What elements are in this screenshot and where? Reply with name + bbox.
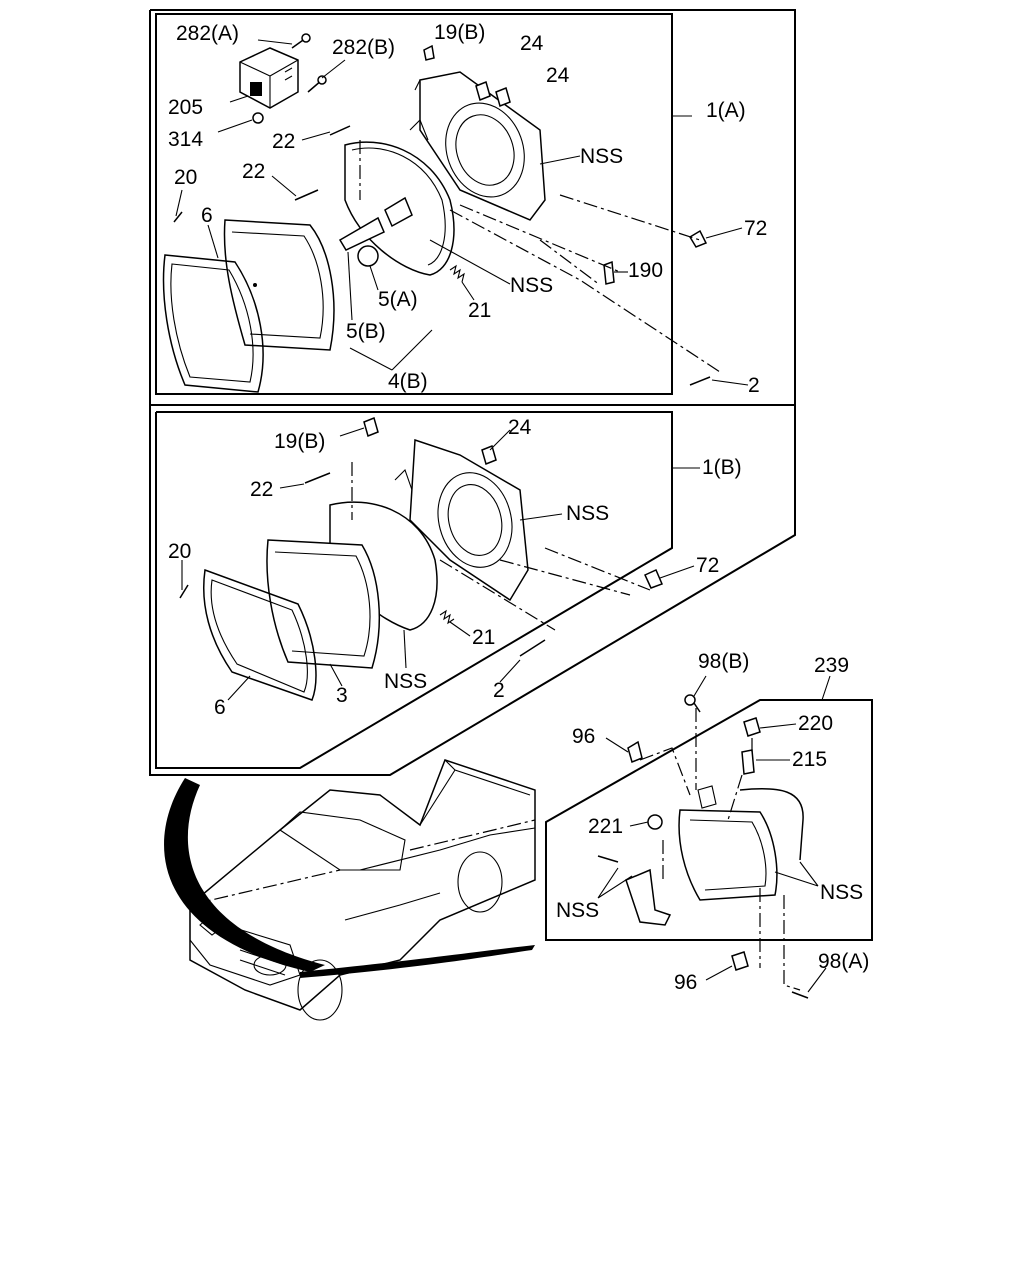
view-arc bbox=[164, 778, 325, 972]
callout-22-mid: 22 bbox=[250, 478, 273, 501]
headlamp-assembly-1b bbox=[179, 416, 700, 701]
callout-96-top: 96 bbox=[572, 725, 595, 748]
nut-314 bbox=[252, 112, 264, 124]
callout-1b: 1(B) bbox=[702, 456, 742, 479]
screw-22-mid bbox=[304, 472, 331, 484]
callout-nss-low1: NSS bbox=[556, 899, 599, 922]
callout-21-mid: 21 bbox=[472, 626, 495, 649]
retaining-ring-4b bbox=[344, 141, 455, 276]
screw-2-top bbox=[689, 376, 711, 386]
callout-20-mid: 20 bbox=[168, 540, 191, 563]
callout-nss-top2: NSS bbox=[510, 274, 553, 297]
headlamp-bezel-6-mid bbox=[202, 568, 317, 701]
callout-205: 205 bbox=[168, 96, 203, 119]
screw-2-mid bbox=[519, 639, 546, 657]
callout-20-top: 20 bbox=[174, 166, 197, 189]
callout-6-mid: 6 bbox=[214, 696, 226, 719]
callout-5a: 5(A) bbox=[378, 288, 418, 311]
callout-nss-low2: NSS bbox=[820, 881, 863, 904]
callout-221: 221 bbox=[588, 815, 623, 838]
callout-72-mid: 72 bbox=[696, 554, 719, 577]
headlamp-bezel-6-top bbox=[162, 254, 264, 393]
spring-21-mid bbox=[439, 609, 455, 625]
bulb-5a bbox=[357, 196, 413, 267]
screw-20-mid bbox=[179, 584, 189, 599]
callout-215: 215 bbox=[792, 748, 827, 771]
screw-22a bbox=[329, 125, 351, 136]
callout-5b: 5(B) bbox=[346, 320, 386, 343]
callout-6-top: 6 bbox=[201, 204, 213, 227]
callout-72-top: 72 bbox=[744, 217, 767, 240]
clip-24b bbox=[495, 86, 511, 108]
callout-239: 239 bbox=[814, 654, 849, 677]
bulb-5b bbox=[338, 216, 385, 251]
relay-module-205 bbox=[239, 47, 299, 109]
callout-98b: 98(B) bbox=[698, 650, 749, 673]
callout-282b: 282(B) bbox=[332, 36, 395, 59]
diagram-frames bbox=[149, 9, 873, 941]
screw-282b bbox=[307, 75, 327, 93]
mounting-bracket-top bbox=[409, 71, 546, 221]
clip-24-mid bbox=[481, 444, 497, 466]
corner-lamp-lens bbox=[678, 785, 778, 901]
headlamp-unit-top bbox=[223, 219, 335, 351]
clip-72-mid bbox=[644, 569, 664, 589]
headlamp-assembly-1a bbox=[162, 33, 749, 393]
screw-98a bbox=[791, 991, 809, 999]
callout-22-top1: 22 bbox=[272, 130, 295, 153]
headlamp-unit-mid bbox=[266, 539, 380, 669]
clip-96-top bbox=[627, 740, 643, 764]
callout-282a: 282(A) bbox=[176, 22, 239, 45]
callout-190: 190 bbox=[628, 259, 663, 282]
callout-nss-mid1: NSS bbox=[566, 502, 609, 525]
callout-2-mid: 2 bbox=[493, 679, 505, 702]
callout-24-top1: 24 bbox=[520, 32, 544, 55]
corner-lamp-assembly bbox=[597, 675, 831, 999]
callout-4b: 4(B) bbox=[388, 370, 428, 393]
corner-lamp-frame bbox=[545, 699, 873, 941]
clip-96-bottom bbox=[731, 951, 749, 971]
lamp-wire bbox=[739, 787, 804, 861]
vehicle-illustration bbox=[164, 759, 536, 1021]
screw-282a bbox=[291, 33, 311, 49]
callout-nss-top1: NSS bbox=[580, 145, 623, 168]
assembly-1a-frame bbox=[155, 13, 673, 395]
callout-96-bottom: 96 bbox=[674, 971, 697, 994]
mounting-bracket-mid bbox=[394, 438, 529, 602]
grommet-221 bbox=[647, 814, 663, 830]
nut-19b-mid bbox=[363, 416, 379, 438]
callout-24-top2: 24 bbox=[546, 64, 570, 87]
truck-body bbox=[189, 759, 536, 1021]
callout-220: 220 bbox=[798, 712, 833, 735]
spring-21-top bbox=[449, 264, 465, 283]
bracket-190 bbox=[603, 260, 615, 285]
lamp-bracket bbox=[625, 868, 672, 926]
callout-3: 3 bbox=[336, 684, 348, 707]
screw-22b bbox=[294, 189, 319, 201]
screw-20-top bbox=[173, 211, 183, 223]
callout-1a: 1(A) bbox=[706, 99, 746, 122]
assembly-1b-frame bbox=[155, 411, 673, 769]
callout-314: 314 bbox=[168, 128, 203, 151]
clip-24a bbox=[475, 80, 491, 102]
callout-2-top: 2 bbox=[748, 374, 760, 397]
callout-98a: 98(A) bbox=[818, 950, 869, 973]
callout-19b-mid: 19(B) bbox=[274, 430, 325, 453]
callout-nss-mid2: NSS bbox=[384, 670, 427, 693]
callout-22-top2: 22 bbox=[242, 160, 265, 183]
nut-19b-top bbox=[423, 44, 435, 61]
callout-24-mid: 24 bbox=[508, 416, 532, 439]
screw-nss-corner bbox=[597, 855, 619, 863]
socket-220 bbox=[743, 717, 761, 737]
bulb-215 bbox=[741, 749, 755, 775]
callout-labels: 282(A) 282(B) 19(B) 24 24 205 314 1(A) 2… bbox=[168, 21, 869, 994]
callout-21-top: 21 bbox=[468, 299, 491, 322]
callout-19b-top: 19(B) bbox=[434, 21, 485, 44]
